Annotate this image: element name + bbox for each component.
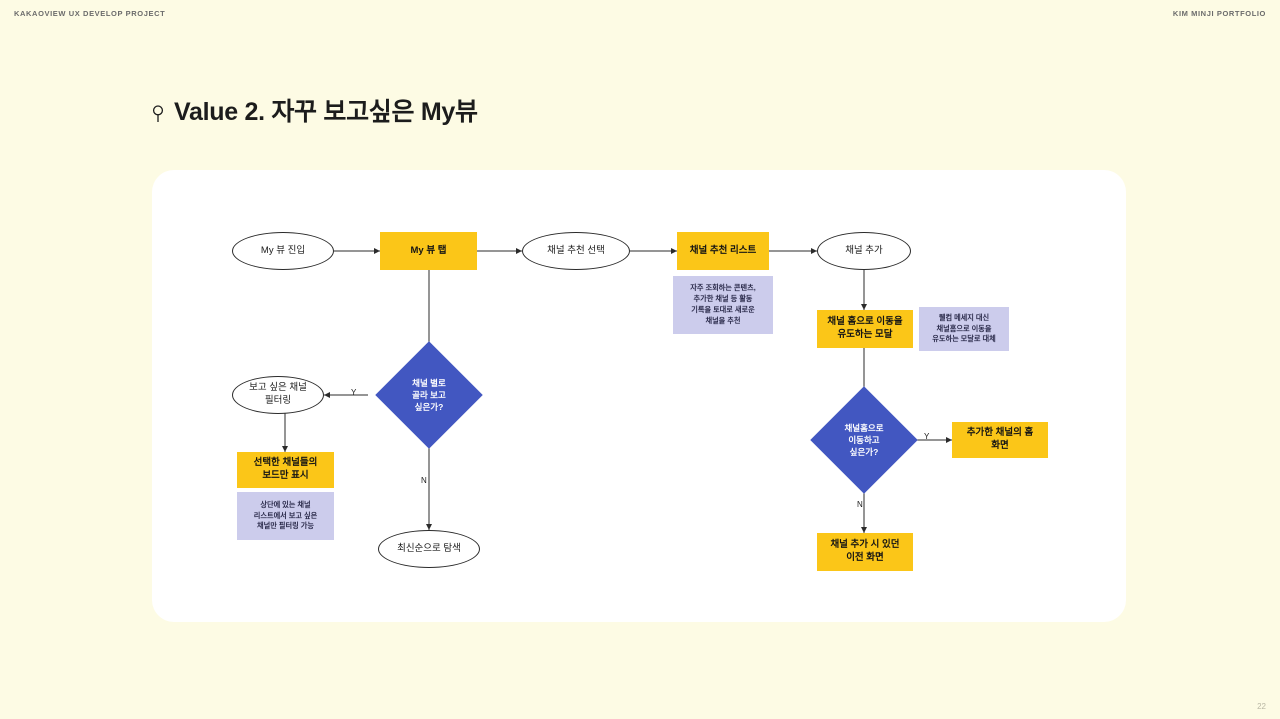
node-decision-channel-home-label: 채널홈으로 이동하고 싶은가?: [844, 422, 884, 458]
edge-label-d1-no: N: [421, 476, 427, 485]
pin-icon: [152, 101, 165, 122]
node-add-channel-label: 채널 추가: [845, 244, 883, 256]
node-filter[interactable]: 보고 싶은 채널 필터링: [232, 376, 324, 414]
node-rec-select-label: 채널 추천 선택: [547, 244, 605, 256]
note-filter: 상단에 있는 채널 리스트에서 보고 싶은 채널만 필터링 가능: [237, 492, 334, 540]
node-rec-list-label: 채널 추천 리스트: [689, 244, 757, 256]
node-rec-list[interactable]: 채널 추천 리스트: [677, 232, 769, 270]
node-board-only[interactable]: 선택한 채널들의 보드만 표시: [237, 452, 334, 488]
top-header-bar: KAKAOVIEW UX DEVELOP PROJECT KIM MINJI P…: [0, 0, 1280, 26]
page-number: 22: [1257, 702, 1266, 711]
node-start[interactable]: My 뷰 진입: [232, 232, 334, 270]
edge-label-d1-yes: Y: [351, 388, 357, 397]
note-rec-list: 자주 조회하는 콘텐츠, 추가한 채널 등 활동 기록을 토대로 새로운 채널을…: [673, 276, 773, 334]
node-myview-tab[interactable]: My 뷰 탭: [380, 232, 477, 270]
page-title-text: Value 2. 자꾸 보고싶은 My뷰: [174, 98, 478, 126]
flowchart-card: My 뷰 진입 My 뷰 탭 채널 추천 선택 채널 추천 리스트 자주 조회하…: [152, 170, 1126, 622]
page-title: Value 2. 자꾸 보고싶은 My뷰: [152, 92, 478, 128]
node-latest-label: 최신순으로 탐색: [397, 542, 461, 554]
node-myview-tab-label: My 뷰 탭: [410, 244, 447, 256]
node-channel-home[interactable]: 추가한 채널의 홈 화면: [952, 422, 1048, 458]
node-rec-select[interactable]: 채널 추천 선택: [522, 232, 630, 270]
node-decision-channel-filter[interactable]: 채널 별로 골라 보고 싶은가?: [375, 341, 483, 449]
node-decision-channel-home[interactable]: 채널홈으로 이동하고 싶은가?: [810, 386, 918, 494]
node-add-channel[interactable]: 채널 추가: [817, 232, 911, 270]
node-prev-screen[interactable]: 채널 추가 시 있던 이전 화면: [817, 533, 913, 571]
node-modal[interactable]: 채널 홈으로 이동을 유도하는 모달: [817, 310, 913, 348]
header-project-label: KAKAOVIEW UX DEVELOP PROJECT: [14, 8, 166, 18]
edge-label-d2-no: N: [857, 500, 863, 509]
node-decision-channel-filter-label: 채널 별로 골라 보고 싶은가?: [412, 377, 446, 413]
header-portfolio-label: KIM MINJI PORTFOLIO: [1172, 8, 1266, 18]
node-start-label: My 뷰 진입: [260, 244, 306, 256]
node-latest[interactable]: 최신순으로 탐색: [378, 530, 480, 568]
note-modal: 웰컴 메세지 대신 채널홈으로 이동을 유도하는 모달로 대체: [919, 307, 1009, 351]
edge-label-d2-yes: Y: [924, 432, 930, 441]
